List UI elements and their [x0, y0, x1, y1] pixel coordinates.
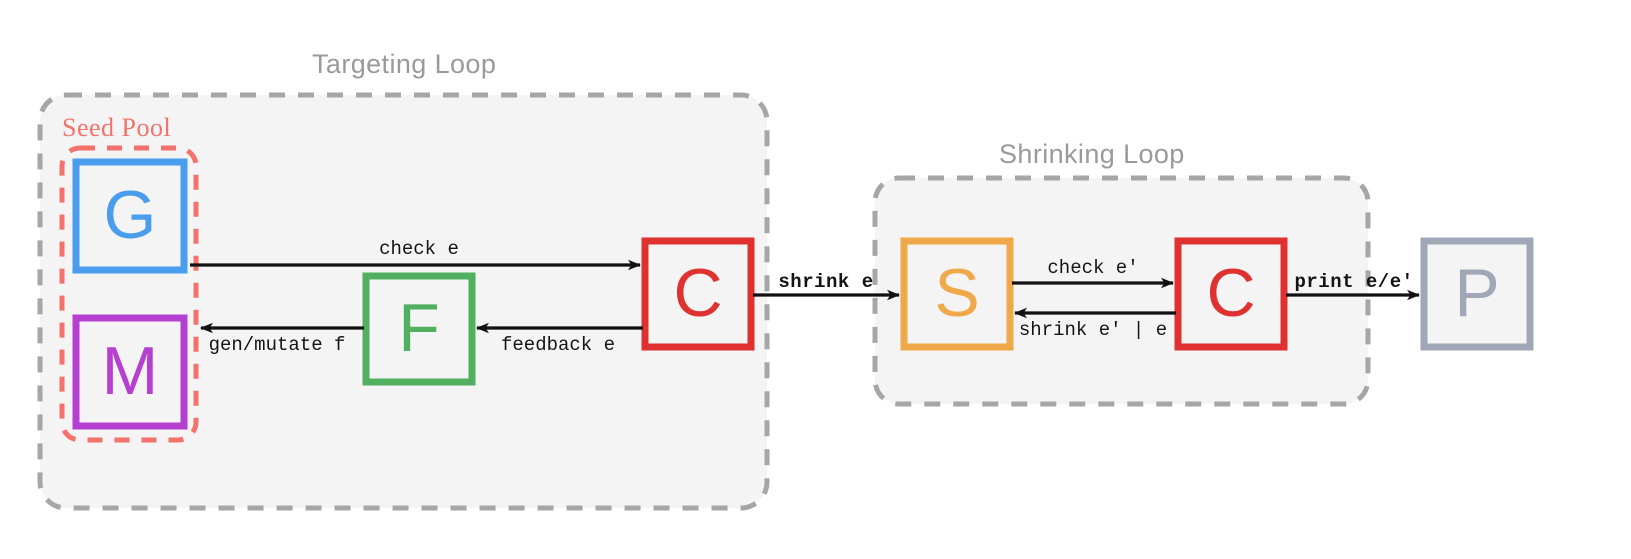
node-checker-main[interactable]: C [641, 237, 755, 351]
node-printer[interactable]: P [1420, 237, 1534, 351]
edge-print-e: print e/e' [1286, 271, 1420, 301]
edge-shrink-e: shrink e [753, 271, 900, 301]
check-e-label: check e [379, 238, 459, 260]
checker-shrink-box[interactable] [1174, 237, 1288, 351]
seed-pool-title: Seed Pool [62, 113, 171, 142]
check-e-prime-label: check e' [1047, 257, 1138, 279]
edge-check-e-prime: check e' [1012, 257, 1174, 289]
checker-main-box[interactable] [641, 237, 755, 351]
gen-mutate-f-label: gen/mutate f [209, 334, 346, 356]
feedback-e-label: feedback e [501, 334, 615, 356]
shrinking-loop-title: Shrinking Loop [999, 139, 1185, 169]
checker-shrink-letter: C [1206, 255, 1255, 331]
feedback-letter: F [398, 290, 440, 366]
generator-box[interactable] [72, 158, 188, 274]
shrinker-box[interactable] [900, 237, 1014, 351]
generator-letter: G [104, 177, 157, 253]
shrinker-letter: S [934, 255, 979, 331]
mutator-letter: M [102, 333, 159, 409]
edge-gen-mutate-f: gen/mutate f [200, 322, 364, 356]
printer-box[interactable] [1420, 237, 1534, 351]
mutator-box[interactable] [72, 314, 188, 430]
node-feedback[interactable]: F [362, 272, 476, 386]
seed-pool-border [59, 145, 199, 443]
checker-main-letter: C [673, 255, 722, 331]
shrink-e-prime-label: shrink e' | e [1019, 319, 1167, 341]
node-shrinker[interactable]: S [900, 237, 1014, 351]
targeting-loop-title: Targeting Loop [312, 49, 496, 79]
node-checker-shrink[interactable]: C [1174, 237, 1288, 351]
feedback-box[interactable] [362, 272, 476, 386]
edge-check-e: check e [190, 238, 641, 271]
group-seed-pool: Seed Pool [59, 113, 199, 443]
edge-shrink-e-prime: shrink e' | e [1014, 307, 1176, 341]
node-generator[interactable]: G [72, 158, 188, 274]
edge-feedback-e: feedback e [476, 322, 643, 356]
print-e-label: print e/e' [1294, 271, 1413, 293]
shrink-e-label: shrink e [778, 271, 873, 293]
targeting-loop-panel-border [37, 92, 770, 511]
printer-letter: P [1454, 255, 1499, 331]
node-mutator[interactable]: M [72, 314, 188, 430]
